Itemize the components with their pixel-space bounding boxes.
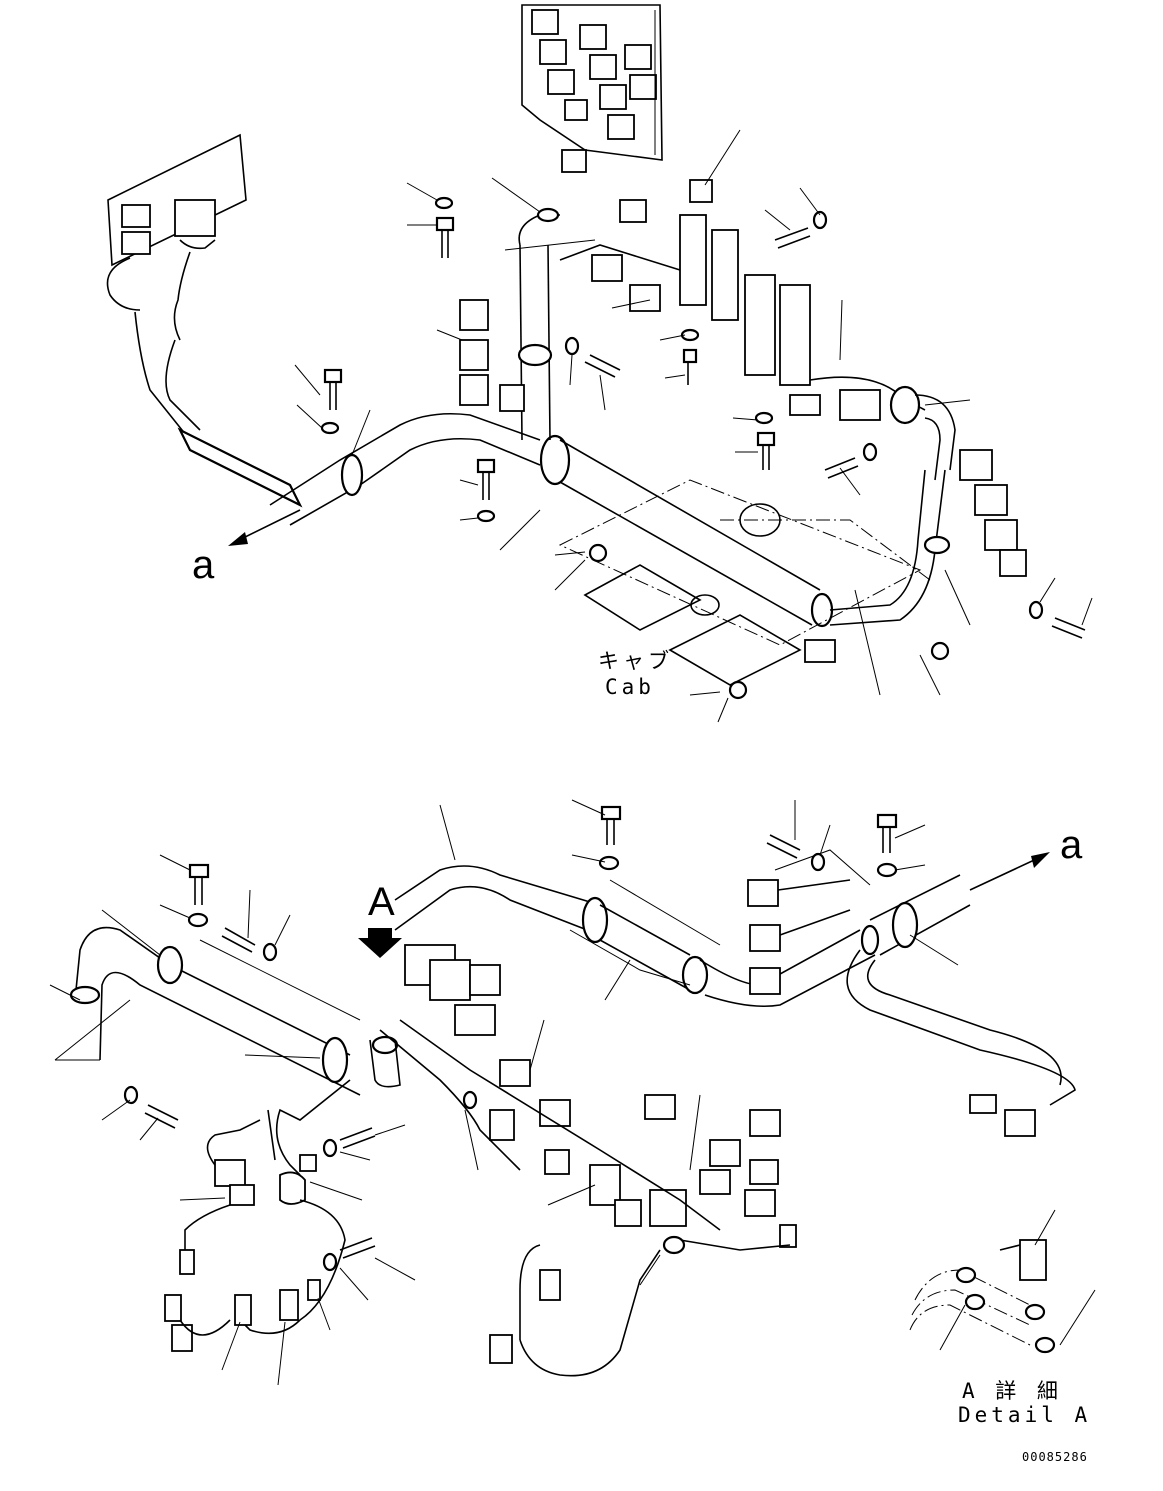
cab-floor-panel <box>558 479 931 686</box>
view-a-label: A <box>368 880 395 924</box>
lower-left-branch <box>164 1079 351 1352</box>
upper-fasteners <box>320 196 1086 700</box>
upper-leader-lines <box>294 129 1093 723</box>
left-harness-tube <box>177 412 834 628</box>
detail-a-inset <box>909 1209 1096 1354</box>
cab-label-en: Cab <box>605 675 655 699</box>
relay-panel <box>521 4 663 161</box>
central-relay-group <box>459 149 926 421</box>
lower-leader-lines <box>49 799 959 1386</box>
connector-cluster-a <box>379 944 797 1377</box>
view-arrow-a <box>358 928 402 958</box>
left-bracket-connectors <box>106 133 247 441</box>
arrow-a-left <box>228 509 301 546</box>
lower-fasteners <box>123 805 898 1272</box>
cab-label-jp: キャブ <box>598 649 673 673</box>
lower-reference-lines <box>54 849 871 1061</box>
drawing-number: 00085286 <box>1022 1450 1088 1464</box>
lower-harness-assembly: a A A 詳 細 Detail A 00085286 <box>49 799 1096 1464</box>
arrow-a-right-label: a <box>1060 823 1083 867</box>
lower-right-tube <box>747 852 1076 1137</box>
right-harness <box>829 385 1027 626</box>
detail-a-label-jp: A 詳 細 <box>962 1379 1062 1403</box>
vertical-pipe <box>517 207 560 441</box>
arrow-a-left-label: a <box>192 543 215 587</box>
detail-a-label-en: Detail A <box>958 1403 1091 1427</box>
upper-harness-assembly: a キャブ Cab <box>106 4 1093 723</box>
